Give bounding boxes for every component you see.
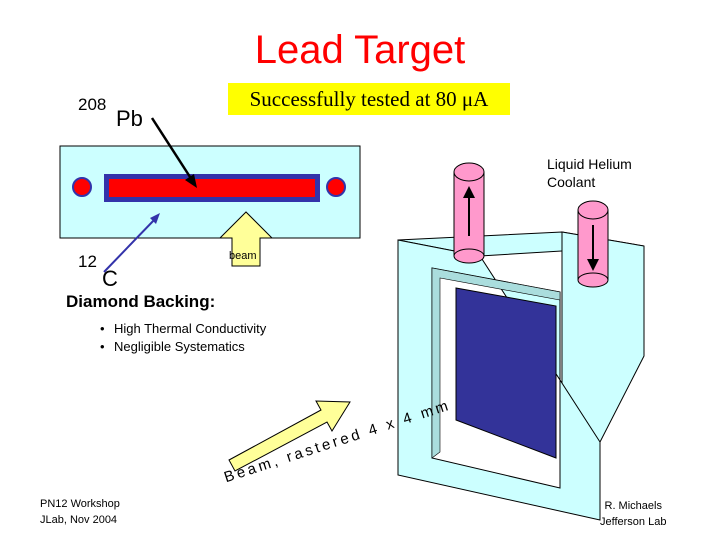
footer-left-line2: JLab, Nov 2004 <box>40 514 118 526</box>
diamond-bullet-text: High Thermal Conductivity <box>114 321 267 336</box>
footer-right-line1: R. Michaels <box>604 500 662 512</box>
bullet-dot-icon: • <box>100 339 105 354</box>
diamond-bullet-1: • High Thermal Conductivity <box>100 321 266 336</box>
test-banner-unit: μA <box>461 87 489 111</box>
cryo-tube-left-bottom <box>453 248 485 264</box>
c-mass-number: 12 <box>78 252 97 271</box>
diamond-heading: Diamond Backing: <box>66 292 216 311</box>
slide-title: Lead Target <box>254 28 466 72</box>
beam-up-arrow <box>218 211 274 267</box>
pb-pointer-arrowhead <box>185 174 197 188</box>
coolant-flow-down-arrowhead <box>587 259 599 271</box>
holder-hole-right <box>326 177 346 197</box>
test-banner: Successfully tested at 80 μA <box>228 83 510 115</box>
target-window <box>455 287 557 459</box>
bullet-dot-icon: • <box>100 321 105 336</box>
raster-beam-arrow <box>228 400 351 472</box>
cryo-tube-left-top <box>453 162 485 182</box>
c-pointer-arrowhead <box>150 213 160 224</box>
pb-pointer-arrow <box>150 117 194 181</box>
beam-label: beam <box>229 250 257 262</box>
box-inner-wall <box>431 267 561 459</box>
diamond-bullet-text: Negligible Systematics <box>114 339 245 354</box>
coolant-label-line1: Liquid Helium <box>547 156 632 172</box>
cryo-tube-right-top <box>577 200 609 220</box>
pb-symbol: Pb <box>116 106 143 131</box>
diamond-bullet-2: • Negligible Systematics <box>100 339 245 354</box>
pb-mass-number: 208 <box>78 95 107 114</box>
footer-right: R. Michaels Jefferson Lab <box>600 498 666 530</box>
coolant-flow-up-arrowhead <box>463 186 475 198</box>
holder-hole-left <box>72 177 92 197</box>
cryo-tube-right-bottom <box>577 272 609 288</box>
footer-right-line2: Jefferson Lab <box>600 516 667 528</box>
coolant-label: Liquid Helium Coolant <box>547 155 667 191</box>
footer-left: PN12 Workshop JLab, Nov 2004 <box>40 496 120 528</box>
test-banner-text: Successfully tested at 80 <box>249 87 462 111</box>
coolant-label-line2: Coolant <box>547 174 596 190</box>
lead-strip <box>109 179 315 197</box>
c-pointer-arrow <box>103 217 157 273</box>
c-symbol: C <box>102 266 118 291</box>
footer-left-line1: PN12 Workshop <box>40 498 120 510</box>
